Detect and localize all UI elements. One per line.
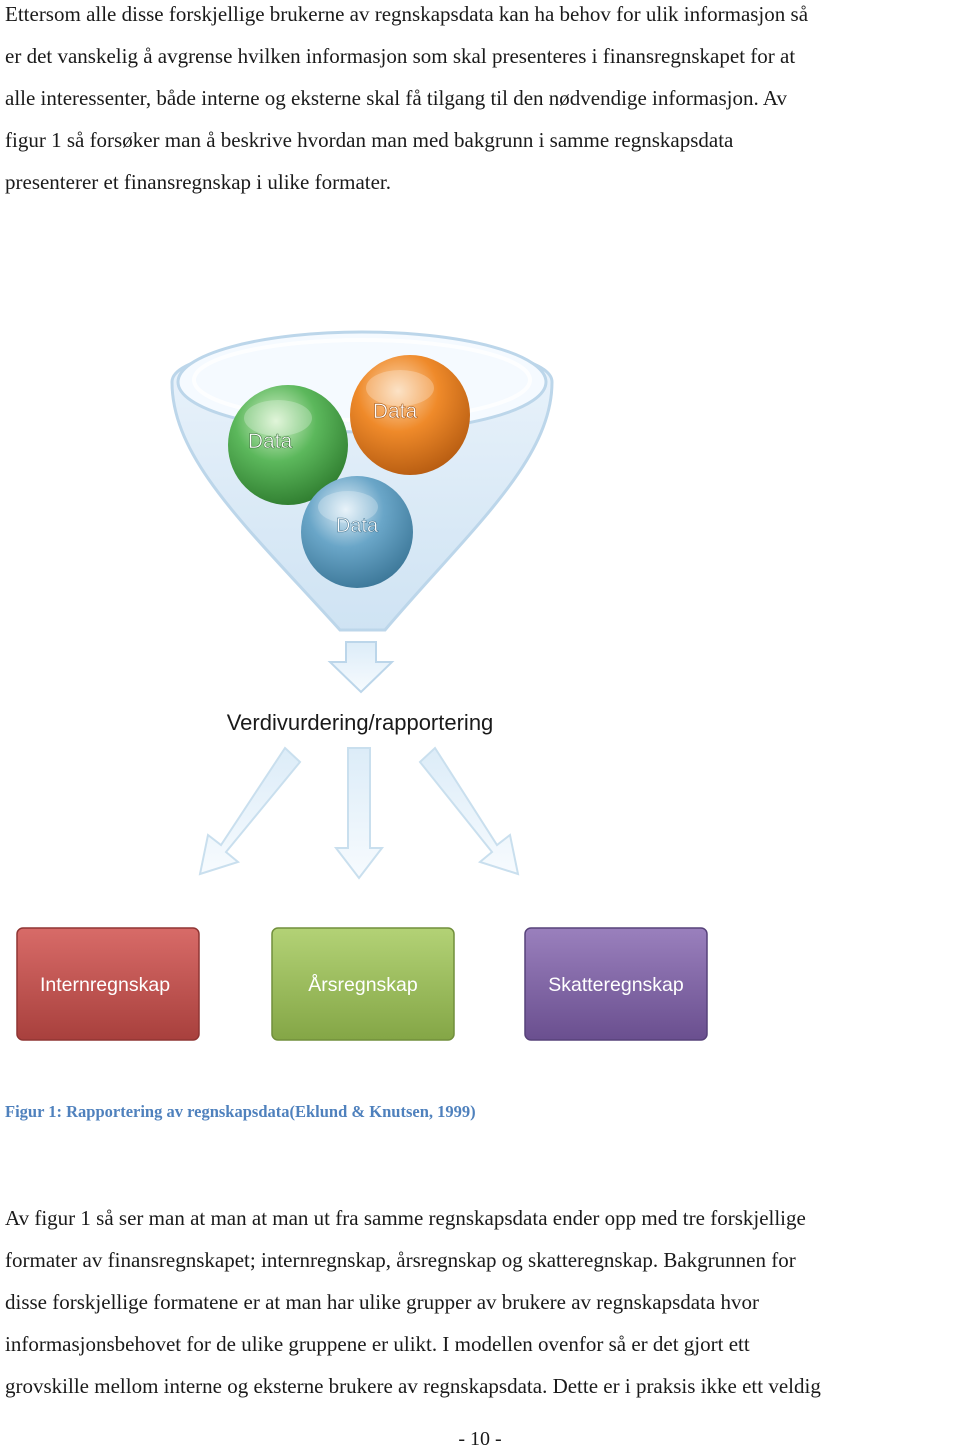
box-arsregnskap: Årsregnskap: [271, 927, 455, 1041]
figure-reporting-diagram: Data Data Data Verdivurdering/rapporteri…: [0, 300, 960, 1070]
text-line: Av figur 1 så ser man at man at man ut f…: [5, 1206, 806, 1230]
arrow-down-icon: [327, 641, 395, 694]
text-line: formater av finansregnskapet; internregn…: [5, 1248, 796, 1272]
sphere-label: Data: [248, 430, 293, 453]
sphere-label: Data: [336, 515, 379, 537]
sphere-label: Data: [373, 400, 418, 423]
sphere-data-blue: Data: [301, 476, 413, 588]
text-line: figur 1 så forsøker man å beskrive hvord…: [5, 128, 734, 152]
process-label: Verdivurdering/rapportering: [227, 710, 494, 735]
text-line: alle interessenter, både interne og ekst…: [5, 86, 787, 110]
text-line: Ettersom alle disse forskjellige brukern…: [5, 2, 809, 26]
box-label: Internregnskap: [40, 974, 170, 996]
text-line: disse forskjellige formatene er at man h…: [5, 1290, 759, 1314]
diagram-canvas: Data Data Data Verdivurdering/rapporteri…: [16, 330, 708, 1041]
box-label: Årsregnskap: [308, 973, 418, 996]
box-label: Skatteregnskap: [548, 974, 684, 996]
sphere-data-green: Data: [228, 385, 348, 505]
text-line: grovskille mellom interne og eksterne br…: [5, 1374, 821, 1398]
box-internregnskap: Internregnskap: [16, 927, 200, 1041]
page-number: - 10 -: [458, 1428, 502, 1450]
arrow-right-icon: [418, 746, 520, 876]
arrow-left-icon: [198, 746, 302, 876]
text-line: er det vanskelig å avgrense hvilken info…: [5, 44, 796, 68]
text-line: informasjonsbehovet for de ulike gruppen…: [5, 1332, 750, 1356]
arrow-middle-icon: [333, 747, 385, 880]
text-line: presenterer et finansregnskap i ulike fo…: [5, 170, 392, 194]
figure-caption: Figur 1: Rapportering av regnskapsdata(E…: [5, 1102, 476, 1121]
box-skatteregnskap: Skatteregnskap: [524, 927, 708, 1041]
sphere-data-orange: Data: [350, 355, 470, 475]
